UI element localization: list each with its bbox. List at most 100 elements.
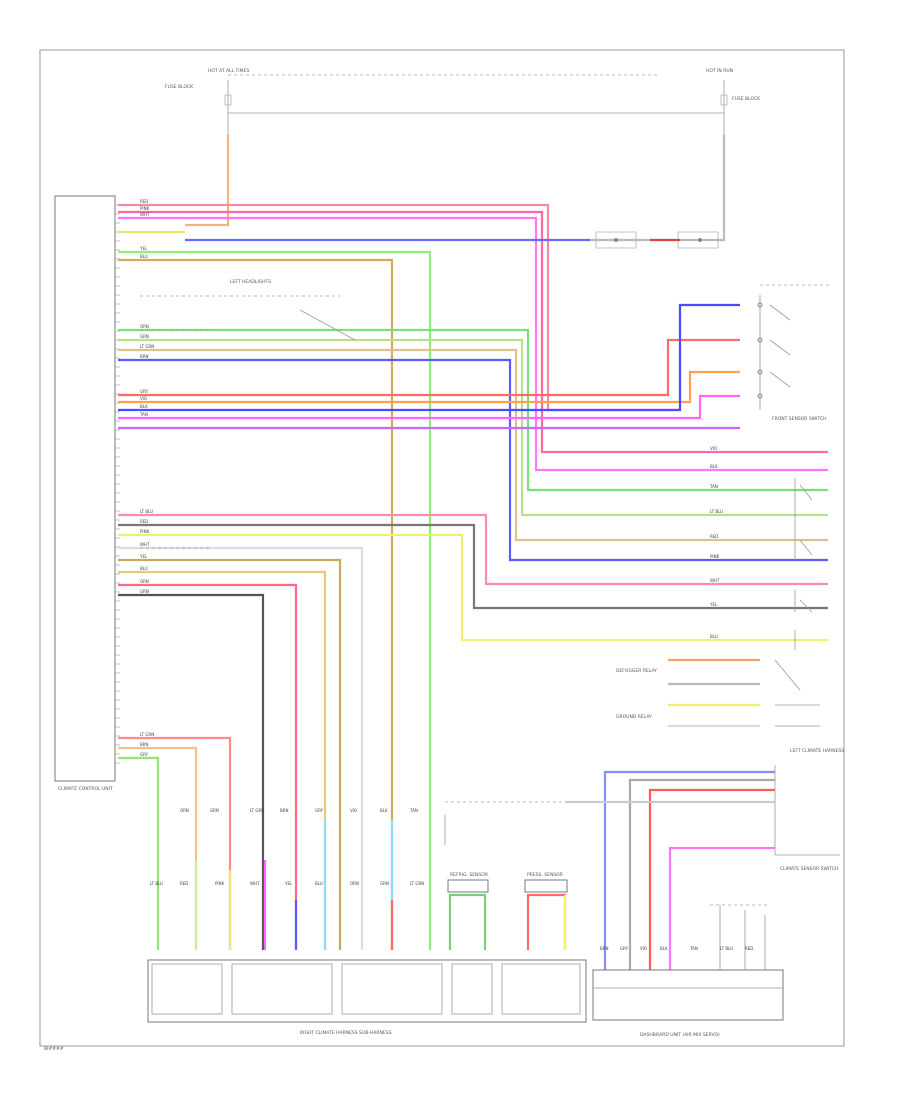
top-left-fuse: FUSE BLOCK bbox=[165, 80, 232, 135]
right-fuse-label: FUSE BLOCK bbox=[732, 96, 761, 102]
harness-wires bbox=[118, 135, 828, 970]
wire-tan-3 bbox=[118, 558, 342, 950]
wire-color-label: YEL bbox=[284, 881, 293, 886]
wire-color-label: BRN bbox=[600, 946, 609, 951]
main-module-box bbox=[54, 195, 116, 782]
wire-color-label: YEL bbox=[139, 246, 148, 251]
wire-color-label: GRN bbox=[140, 334, 149, 339]
wire-color-label: GRN bbox=[210, 808, 219, 813]
wire-color-label: LT GRN bbox=[410, 881, 424, 886]
left-rear-harness-label: LEFT CLIMATE HARNESS bbox=[790, 748, 844, 754]
wire-color-label: ORN bbox=[140, 324, 149, 329]
pressure-sensor-box bbox=[524, 879, 568, 893]
refrigerant-sensor-box bbox=[447, 879, 489, 893]
wire-red-2 bbox=[118, 338, 740, 397]
wire-green-3 bbox=[118, 756, 160, 950]
wire-color-label: ORN bbox=[350, 881, 359, 886]
top-right-feed-label: HOT IN RUN bbox=[706, 68, 733, 74]
wire-color-label: TAN bbox=[409, 808, 418, 813]
climate-sensor-label: CLIMATE SENSOR SWITCH bbox=[780, 866, 838, 872]
front-sensor-label: FRONT SENSOR SWITCH bbox=[772, 416, 826, 422]
wire-color-label: BRN bbox=[140, 742, 149, 747]
note-box-top bbox=[299, 309, 356, 341]
wire-labels: RED PINK WHT YEL BLU ORN GRN LT GRN BRN GRY VIO BLK… bbox=[139, 199, 753, 951]
wire-press-sensor-a bbox=[526, 893, 567, 950]
wire-color-label: WHT bbox=[140, 212, 150, 217]
wire-color-label: RED bbox=[140, 199, 148, 204]
wire-color-label: GRN bbox=[140, 589, 149, 594]
defogger-relay-label: DEFOGGER RELAY bbox=[616, 668, 657, 674]
wire-tan-long bbox=[118, 258, 394, 950]
wire-refrig-sensor bbox=[448, 893, 487, 950]
wire-color-label: VIO bbox=[140, 396, 147, 401]
wire-color-label: YEL bbox=[709, 602, 718, 607]
wire-blue-3 bbox=[118, 303, 740, 412]
wire-color-label: TAN bbox=[139, 412, 148, 417]
wire-color-label: LT BLU bbox=[720, 946, 733, 951]
ground-relay: GROUND RELAY bbox=[616, 704, 820, 727]
dashboard-unit: DASHBOARD UNIT (AIR MIX SERVO) bbox=[592, 904, 784, 1038]
wire-orange-feed bbox=[185, 135, 230, 227]
wire-red-right bbox=[648, 788, 775, 970]
wire-color-label: LT BLU bbox=[150, 881, 163, 886]
left-dashed-label: LEFT HEADLIGHTS bbox=[230, 279, 271, 285]
wire-color-label: BLU bbox=[315, 881, 323, 886]
top-left-feed-label: HOT AT ALL TIMES bbox=[208, 68, 249, 74]
inline-fuse-2 bbox=[677, 231, 719, 249]
wire-color-label: ORN bbox=[140, 579, 149, 584]
wire-color-label: LT BLU bbox=[140, 509, 153, 514]
wire-color-label: WHT bbox=[250, 881, 260, 886]
wire-lightgreen-long bbox=[118, 250, 432, 950]
wire-color-label: LT GRN bbox=[250, 808, 264, 813]
wire-magenta-1 bbox=[118, 216, 828, 472]
right-rear-harness-label: RIGHT CLIMATE HARNESS SUB-HARNESS bbox=[300, 1030, 392, 1036]
wire-color-label: WHT bbox=[710, 578, 720, 583]
wire-magenta-2 bbox=[118, 394, 740, 420]
refrigerant-sensor-label: REFRIG. SENSOR bbox=[450, 872, 488, 878]
top-right-fuse: FUSE BLOCK bbox=[720, 80, 761, 135]
wire-color-label: GRY bbox=[620, 946, 629, 951]
wire-yellow-2 bbox=[118, 533, 828, 642]
diagram-frame bbox=[39, 49, 845, 1047]
wire-color-label: TAN bbox=[709, 484, 718, 489]
front-sensor-switch: FRONT SENSOR SWITCH bbox=[757, 284, 830, 422]
dashboard-unit-label: DASHBOARD UNIT (AIR MIX SERVO) bbox=[640, 1032, 720, 1038]
wire-color-label: WHT bbox=[140, 542, 150, 547]
main-module-pin-ticks bbox=[115, 204, 120, 764]
ground-relay-label: GROUND RELAY bbox=[616, 714, 652, 720]
wire-color-label: GRY bbox=[140, 752, 149, 757]
wire-color-label: BLU bbox=[140, 566, 148, 571]
wire-color-label: TAN bbox=[689, 946, 698, 951]
left-fuse-label: FUSE BLOCK bbox=[165, 84, 194, 90]
wire-color-label: PINK bbox=[140, 529, 150, 534]
defogger-relay: DEFOGGER RELAY bbox=[616, 659, 801, 691]
wire-color-label: YEL bbox=[139, 554, 148, 559]
wire-color-label: GRN bbox=[380, 881, 389, 886]
wire-color-label: ORN bbox=[180, 808, 189, 813]
inline-fuse-1 bbox=[595, 231, 637, 249]
wire-color-label: VIO bbox=[640, 946, 647, 951]
wire-color-label: PINK bbox=[710, 554, 720, 559]
wire-blue-2 bbox=[118, 358, 828, 562]
wire-pink-3 bbox=[118, 513, 828, 586]
wire-tan-4 bbox=[118, 570, 327, 950]
pressure-sensor-label: PRESS. SENSOR bbox=[527, 872, 563, 878]
wire-color-label: BRN bbox=[280, 808, 289, 813]
wire-color-label: GRY bbox=[140, 389, 149, 394]
right-switch-ladder bbox=[794, 478, 813, 650]
climate-sensor-switch: CLIMATE SENSOR SWITCH LEFT CLIMATE HARNE… bbox=[774, 748, 844, 872]
wire-pink-2 bbox=[118, 210, 828, 454]
wire-orange-2 bbox=[118, 370, 740, 404]
wire-color-label: RED bbox=[745, 946, 753, 951]
wire-red-4 bbox=[118, 736, 232, 950]
wire-color-label: RED bbox=[140, 519, 148, 524]
wire-gray-2 bbox=[118, 523, 828, 610]
wire-black bbox=[118, 593, 265, 950]
wire-color-label: BLK bbox=[140, 404, 148, 409]
wire-color-label: BLU bbox=[710, 634, 718, 639]
note-box-bottom bbox=[444, 801, 565, 845]
wire-color-label: BLK bbox=[380, 808, 388, 813]
wire-color-label: PINK bbox=[215, 881, 225, 886]
page-code: W#### bbox=[44, 1046, 64, 1052]
